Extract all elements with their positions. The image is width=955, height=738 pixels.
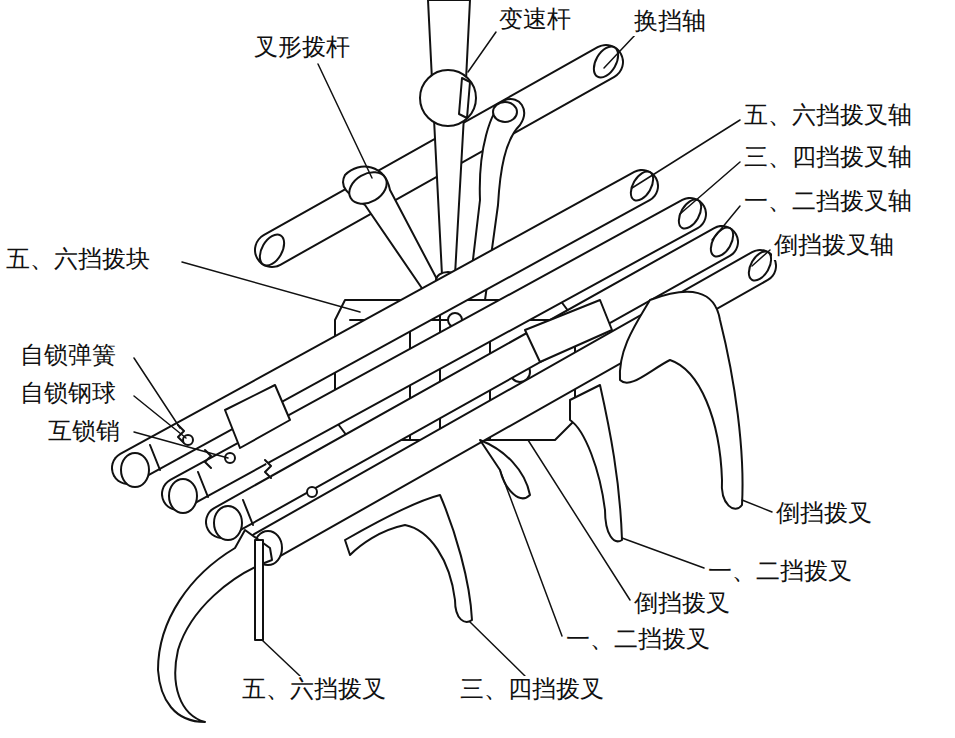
- part-label: 互锁销: [46, 418, 122, 446]
- part-label: 五、六挡拨叉轴: [742, 102, 914, 130]
- part-label: 换挡轴: [632, 8, 708, 36]
- part-label: 自锁钢球: [18, 380, 118, 408]
- part-label: 自锁弹簧: [18, 342, 118, 370]
- part-label: 五、六挡拨块: [4, 246, 152, 274]
- part-label: 变速杆: [497, 6, 573, 34]
- part-label: 一、二挡拨叉: [564, 626, 712, 654]
- part-label: 五、六挡拨叉: [240, 676, 388, 704]
- part-label: 叉形拨杆: [252, 34, 352, 62]
- part-label: 三、四挡拨叉轴: [742, 144, 914, 172]
- part-label: 三、四挡拨叉: [458, 676, 606, 704]
- part-label: 一、二挡拨叉轴: [742, 188, 914, 216]
- part-label: 倒挡拨叉: [632, 590, 732, 618]
- part-label: 倒挡拨叉: [774, 500, 874, 528]
- part-label: 一、二挡拨叉: [706, 558, 854, 586]
- part-label: 倒挡拨叉轴: [772, 232, 896, 260]
